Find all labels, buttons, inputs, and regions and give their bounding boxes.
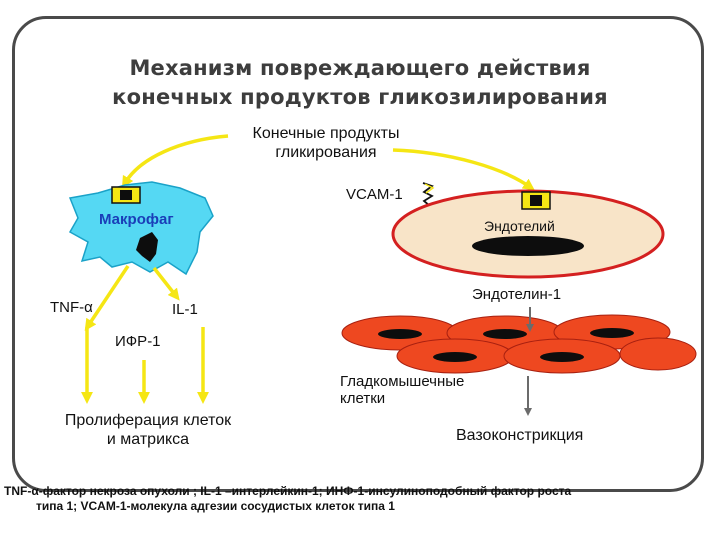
macrophage-receptor-core <box>120 190 132 200</box>
arrow-ages-to-endothelium <box>392 148 535 191</box>
arrow-macrophage-to-tnf <box>84 265 130 331</box>
vasoconstriction-label: Вазоконстрикция <box>456 427 584 444</box>
footnote-line-2: типа 1; VCAM-1-молекула адгезии сосудист… <box>36 499 395 513</box>
macrophage-label: Макрофаг <box>99 211 174 228</box>
title-line-1: Механизм повреждающего действия <box>129 56 591 80</box>
macrophage-cell <box>68 181 214 276</box>
smooth-muscle-cell <box>619 337 697 371</box>
smooth-muscle-nucleus <box>590 328 634 338</box>
title-line-2: конечных продуктов гликозилирования <box>112 85 608 109</box>
footnote-line-1: TNF-α-фактор некроза опухоли ; IL-1 –инт… <box>4 484 572 498</box>
proliferation-label-line-2: и матрикса <box>106 431 190 448</box>
endothelium-cell <box>391 189 665 279</box>
vcam-label: VCAM-1 <box>346 186 403 203</box>
smooth-muscle-nucleus <box>433 352 477 362</box>
ages-label-line-2: гликирования <box>275 144 377 161</box>
footnote: TNF-α-фактор некроза опухоли ; IL-1 –инт… <box>4 484 716 514</box>
smooth-muscle-nucleus <box>540 352 584 362</box>
endothelium-nucleus <box>472 236 584 256</box>
proliferation-label-line-1: Пролиферация клеток <box>64 412 232 429</box>
slide-frame <box>12 16 704 492</box>
smooth-muscle-label: Гладкомышечные клетки <box>340 373 464 407</box>
smooth-muscle-label-line-1: Гладкомышечные <box>340 373 465 390</box>
endothelin-label: Эндотелин-1 <box>472 286 562 303</box>
macrophage-nucleus <box>136 232 158 262</box>
vcam-lightning-glow <box>424 183 435 194</box>
arrow-ages-to-macrophage <box>121 134 229 189</box>
smooth-muscle-nucleus <box>483 329 527 339</box>
endothelium-label: Эндотелий <box>484 218 555 234</box>
endothelium-receptor-core <box>530 195 542 206</box>
arrow-macrophage-to-il1 <box>152 266 180 301</box>
ifr1-label: ИФР-1 <box>115 333 161 350</box>
proliferation-label: Пролиферация клеток и матрикса <box>46 411 250 449</box>
smooth-muscle-nucleus <box>378 329 422 339</box>
ages-label: Конечные продукты гликирования <box>228 124 424 162</box>
smooth-muscle-label-line-2: клетки <box>340 390 386 407</box>
ages-label-line-1: Конечные продукты <box>252 125 400 142</box>
il1-label: IL-1 <box>172 301 198 318</box>
tnf-label: TNF-α <box>50 299 93 316</box>
